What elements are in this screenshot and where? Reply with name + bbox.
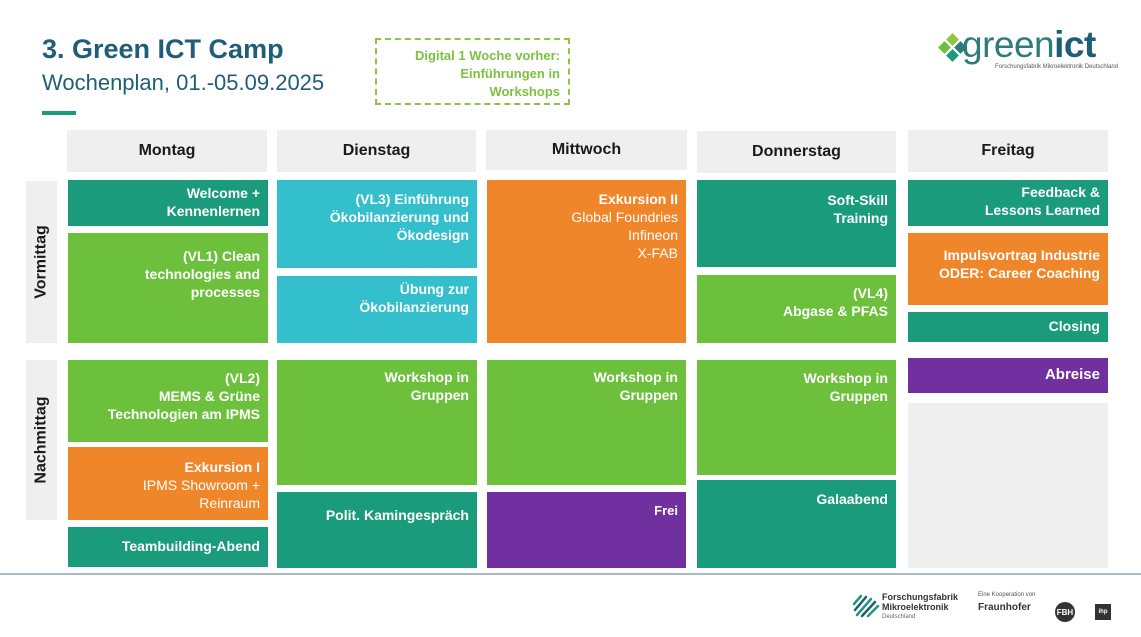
empty-slot-friday-afternoon [908,403,1108,568]
row-label-nachmittag: Nachmittag [26,360,57,520]
session-workshop-wed: Workshop in Gruppen [487,360,686,485]
session-exkursion-1: Exkursion I IPMS Showroom + Reinraum [68,447,268,520]
greenict-logo-text: greenict [962,24,1096,65]
session-impulsvortrag: Impulsvortrag Industrie ODER: Career Coa… [908,233,1108,305]
partners-label: Eine Kooperation von [978,592,1036,598]
session-vl2: (VL2) MEMS & Grüne Technologien am IPMS [68,360,268,442]
footer-divider [0,573,1141,575]
session-galaabend: Galaabend [697,480,896,568]
fbh-logo: FBH [1055,602,1075,622]
row-label-vormittag: Vormittag [26,181,57,343]
session-abreise: Abreise [908,358,1108,393]
fraunhofer-logo: Fraunhofer [978,602,1031,613]
session-vl4: (VL4) Abgase & PFAS [697,275,896,343]
session-kamingespraech: Polit. Kamingespräch [277,492,477,568]
session-teambuilding: Teambuilding-Abend [68,527,268,567]
greenict-logo-icon [938,33,967,62]
title-accent-divider [42,111,76,115]
session-uebung-oekobilanzierung: Übung zur Ökobilanzierung [277,276,477,343]
session-welcome: Welcome + Kennenlernen [68,180,268,226]
day-header-montag: Montag [67,130,267,172]
fmk-logo-icon [852,594,880,618]
page-title: 3. Green ICT Camp [42,34,284,64]
day-header-mittwoch: Mittwoch [486,130,687,170]
session-workshop-thu: Workshop in Gruppen [697,360,896,475]
day-header-donnerstag: Donnerstag [697,131,896,173]
session-vl1: (VL1) Clean technologies and processes [68,233,268,343]
session-closing: Closing [908,312,1108,342]
day-header-freitag: Freitag [908,130,1108,172]
session-vl3: (VL3) Einführung Ökobilanzierung und Öko… [277,180,477,268]
session-frei: Frei [487,492,686,568]
session-feedback: Feedback & Lessons Learned [908,180,1108,226]
digital-prep-note: Digital 1 Woche vorher: Einführungen in … [375,38,570,105]
session-soft-skill: Soft-Skill Training [697,180,896,267]
day-header-dienstag: Dienstag [277,130,476,172]
greenict-logo-tagline: Forschungsfabrik Mikroelektronik Deutsch… [995,64,1119,70]
ihp-logo: ihp [1095,604,1111,620]
session-exkursion-2: Exkursion II Global Foundries Infineon X… [487,180,686,343]
fmk-logo-text: Forschungsfabrik Mikroelektronik Deutsch… [882,592,959,620]
page-subtitle: Wochenplan, 01.-05.09.2025 [42,70,325,95]
session-workshop-tue: Workshop in Gruppen [277,360,477,485]
